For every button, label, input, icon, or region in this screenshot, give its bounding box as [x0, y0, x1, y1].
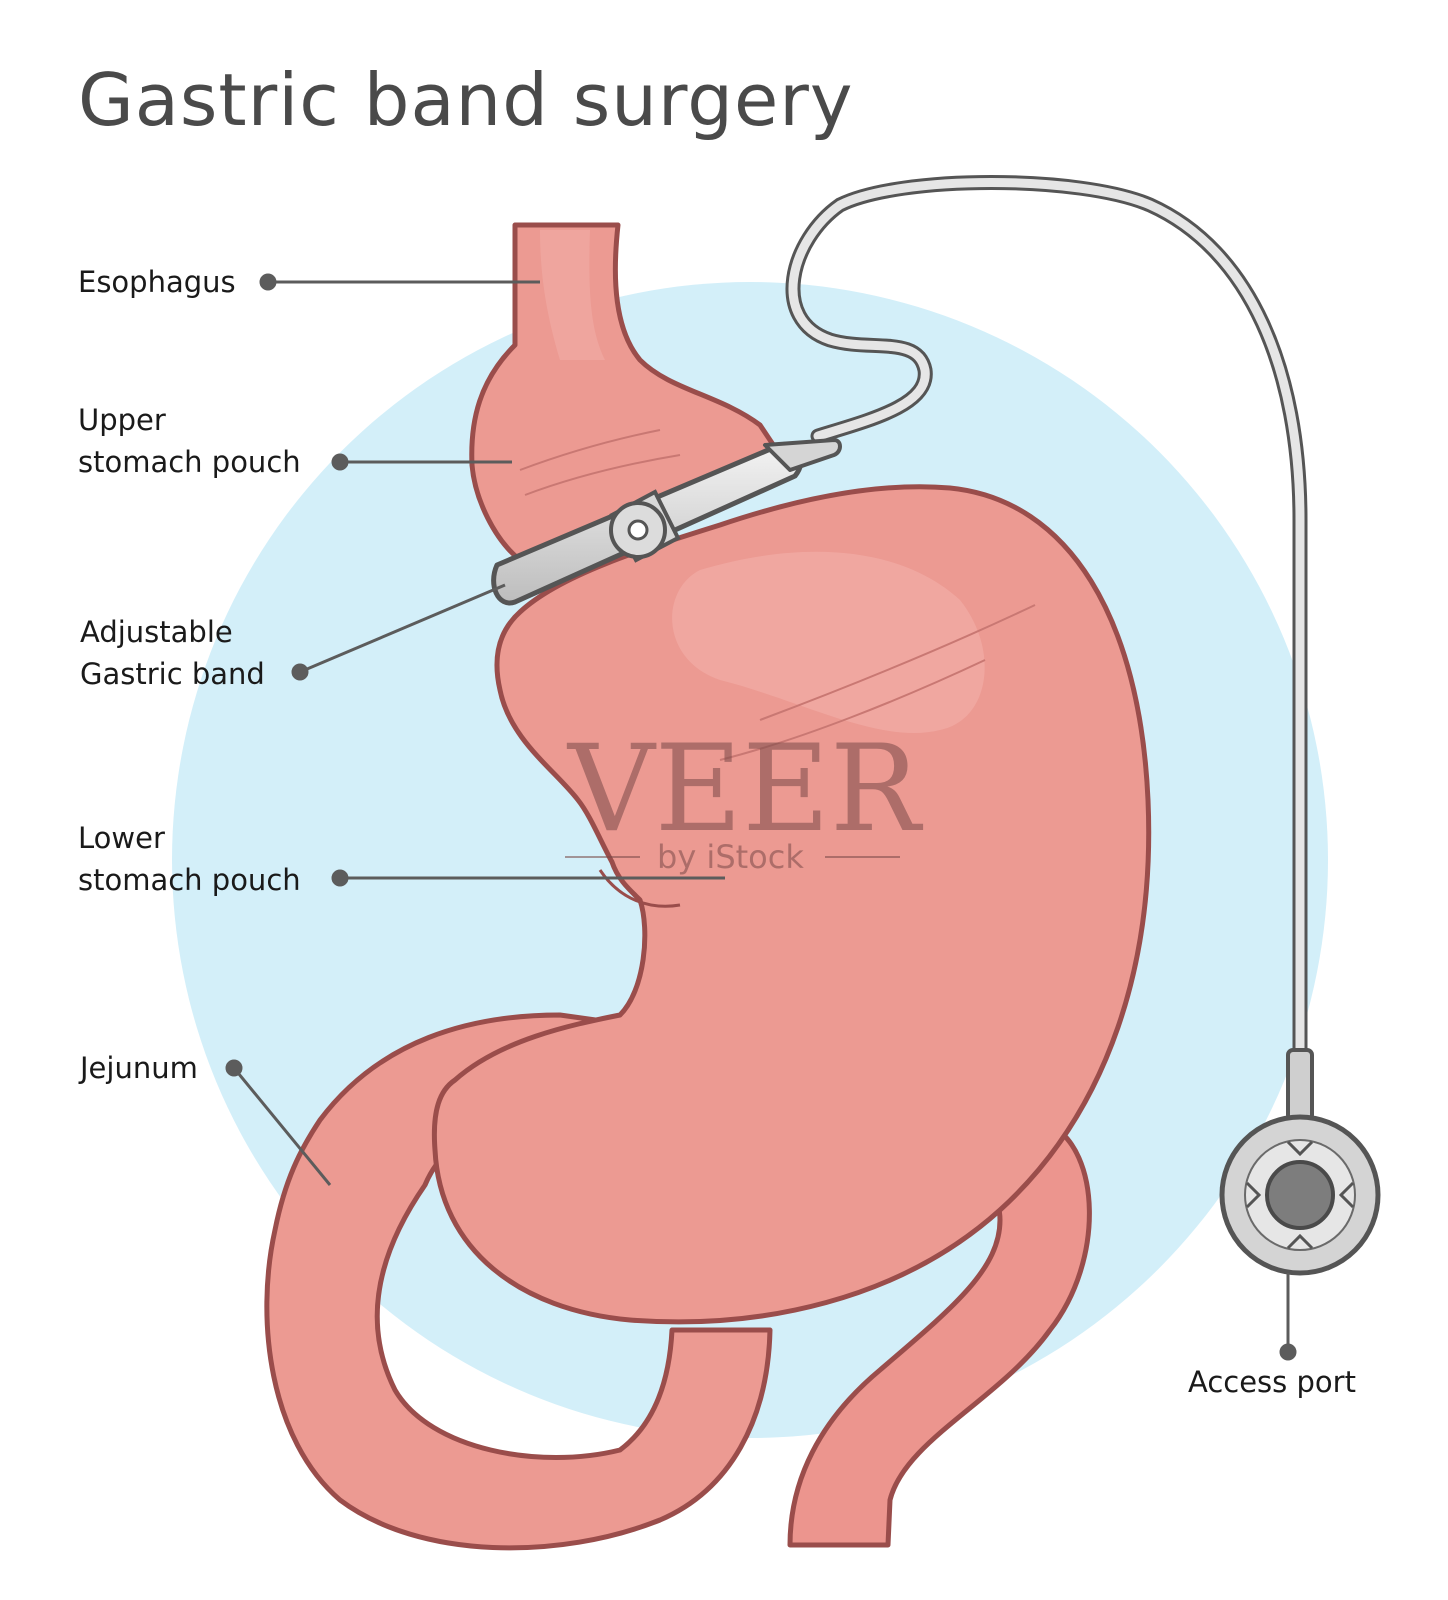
- diagram-title: Gastric band surgery: [78, 58, 854, 142]
- label-access-port: Access port: [1188, 1365, 1356, 1399]
- label-jejunum: Jejunum: [78, 1051, 198, 1085]
- access-port-device: [1219, 1114, 1381, 1276]
- label-upper-pouch-line1: Upper: [78, 403, 166, 437]
- leader-jejunum: [232, 1067, 332, 1186]
- label-band-line2: Gastric band: [80, 657, 265, 691]
- label-lower-pouch-line1: Lower: [78, 821, 165, 855]
- label-esophagus: Esophagus: [78, 265, 236, 299]
- watermark: VEER by iStock: [565, 720, 924, 876]
- esophagus-highlight: [540, 230, 605, 360]
- label-upper-pouch-line2: stomach pouch: [78, 445, 301, 479]
- label-band-line1: Adjustable: [80, 615, 233, 649]
- access-port-tube: [785, 175, 1314, 1122]
- gastric-band: [491, 438, 842, 606]
- watermark-brand: VEER: [566, 720, 924, 859]
- stomach-highlight: [672, 551, 985, 734]
- small-intestine-lower-loop: [787, 1122, 1092, 1548]
- label-lower-pouch-line2: stomach pouch: [78, 863, 301, 897]
- leader-gastric-band: [299, 583, 506, 674]
- watermark-sub: by iStock: [657, 838, 804, 876]
